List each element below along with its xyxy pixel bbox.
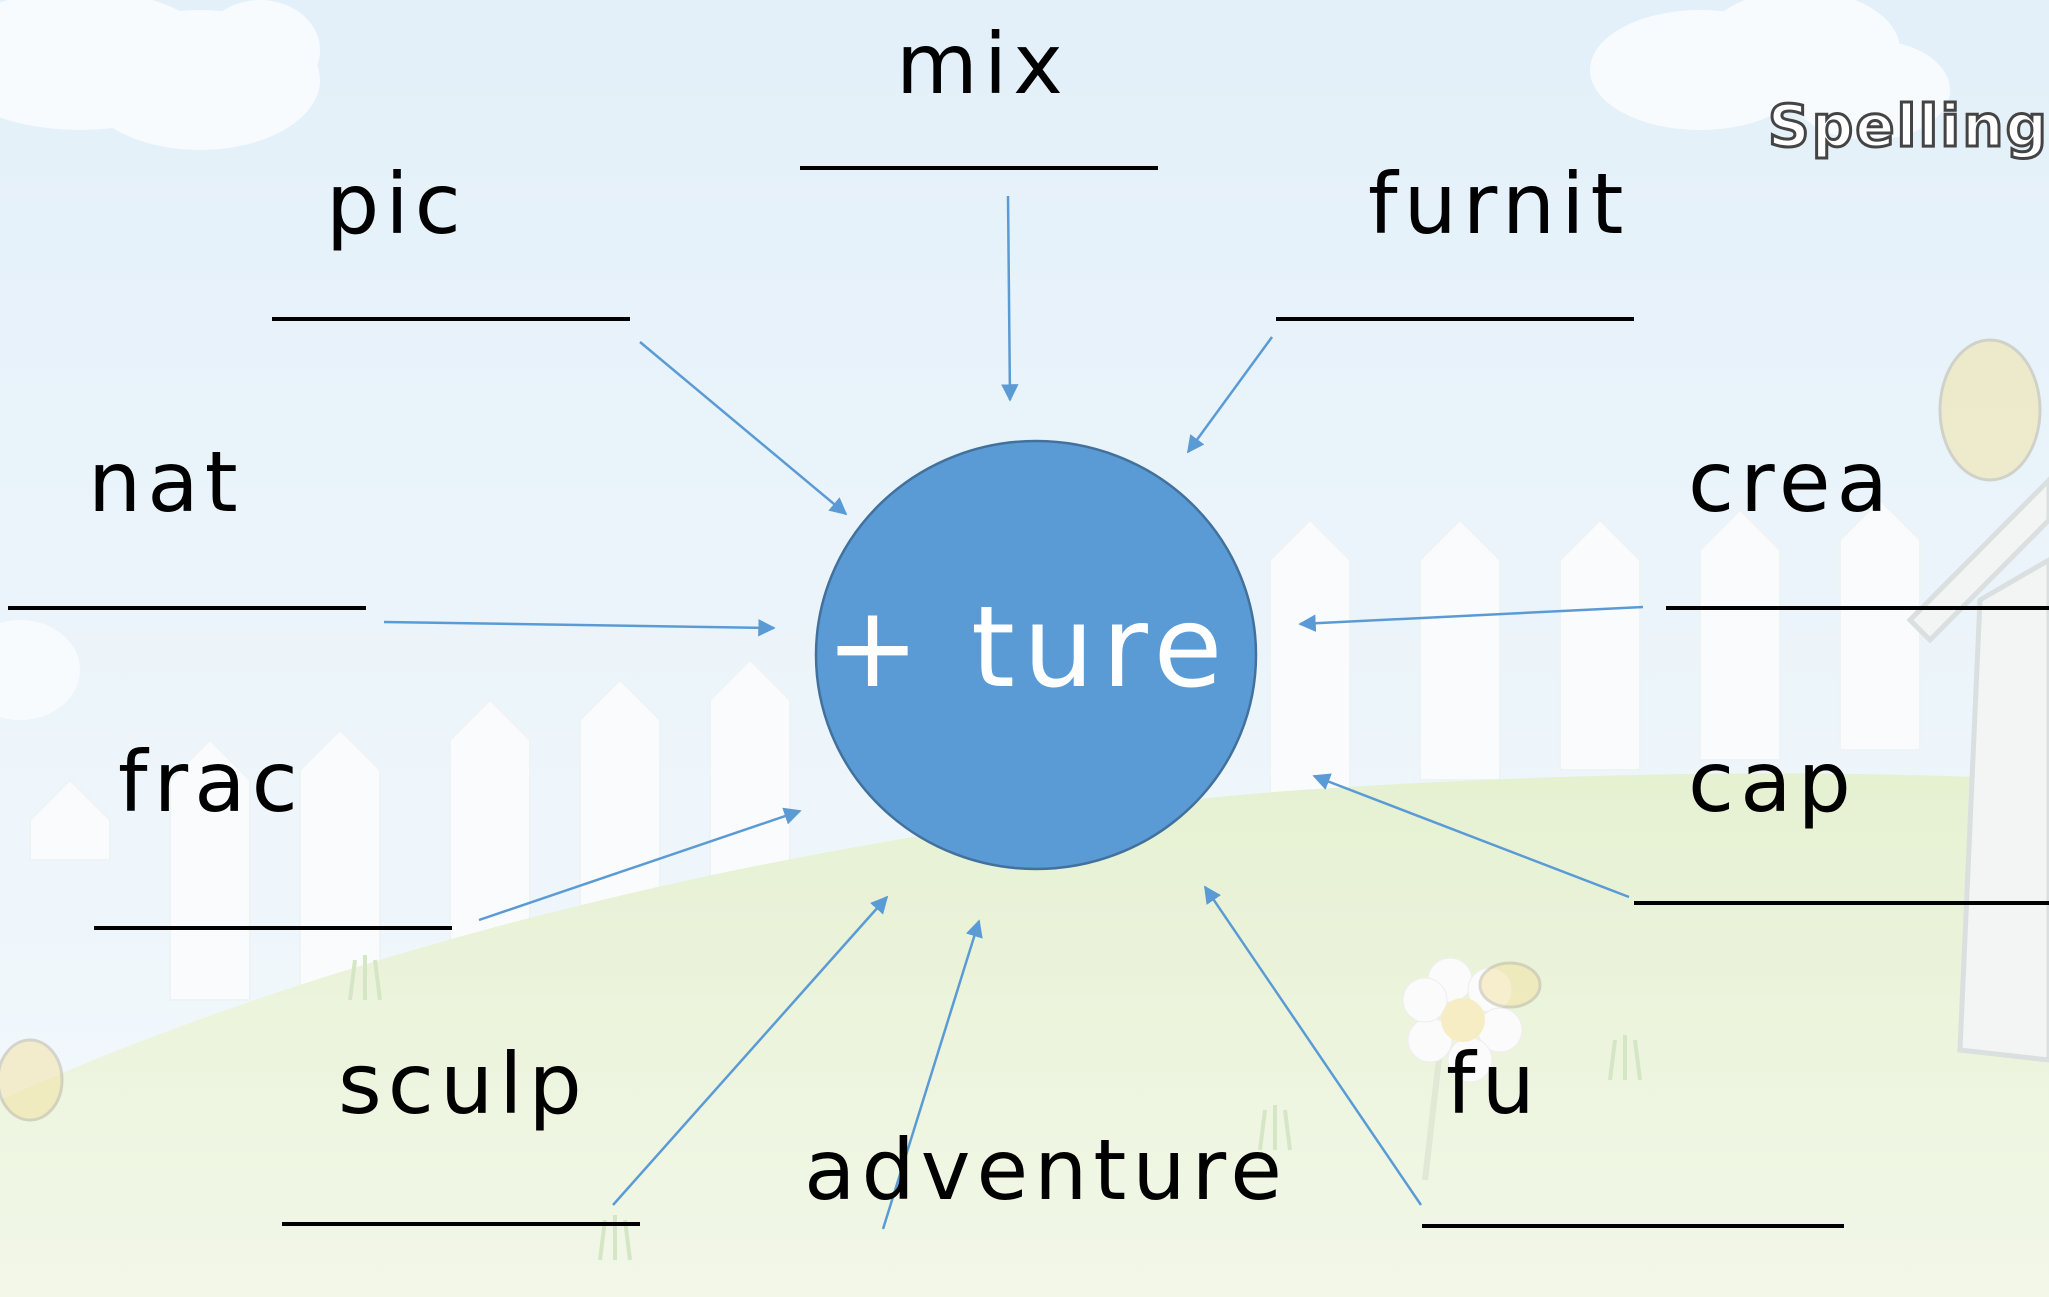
center-circle [814, 439, 1258, 871]
answer-blank-furnit [1276, 317, 1634, 321]
answer-blank-nat [8, 606, 366, 610]
cloud-right [1590, 0, 1950, 140]
arrow-fu [1203, 885, 1423, 1206]
word-frac: frac [118, 733, 304, 831]
word-pic: pic [326, 155, 467, 253]
arrow-mix [1001, 195, 1019, 402]
arrow-furnit [1186, 336, 1274, 454]
word-mix: mix [896, 15, 1069, 113]
picket-fence [29, 498, 1921, 1001]
arrow-pic [639, 341, 848, 516]
arrow-adventure [881, 919, 983, 1230]
cloud-small [0, 620, 80, 720]
answer-blank-fu [1422, 1224, 1844, 1228]
arrow-nat [383, 619, 776, 637]
center-label: + ture [825, 583, 1231, 713]
arrow-frac [478, 807, 802, 922]
word-fu: fu [1446, 1035, 1541, 1133]
answer-blank-sculp [282, 1222, 640, 1226]
spelling-logo: Spelling [1766, 91, 2049, 162]
answer-blank-cap [1634, 901, 2049, 905]
answer-blank-pic [272, 317, 630, 321]
word-nat: nat [88, 433, 244, 531]
arrow-cap [1312, 773, 1630, 899]
answer-blank-crea [1666, 606, 2049, 610]
answer-blank-mix [800, 166, 1158, 170]
word-furnit: furnit [1368, 155, 1630, 253]
word-crea: crea [1688, 433, 1895, 531]
grass-hill [0, 773, 2049, 1297]
cloud-left [0, 0, 320, 150]
treehouse-decoration [1906, 476, 2049, 1063]
grass-tufts [348, 955, 1642, 1261]
arrows [383, 195, 1644, 1230]
flower-decoration [1402, 957, 1523, 1181]
answer-blank-frac [94, 926, 452, 930]
word-adventure: adventure [804, 1121, 1288, 1219]
arrow-sculp [612, 895, 889, 1206]
arrow-crea [1298, 605, 1644, 632]
word-sculp: sculp [338, 1035, 588, 1133]
word-cap: cap [1688, 733, 1857, 831]
bee-decoration [0, 338, 2042, 1122]
